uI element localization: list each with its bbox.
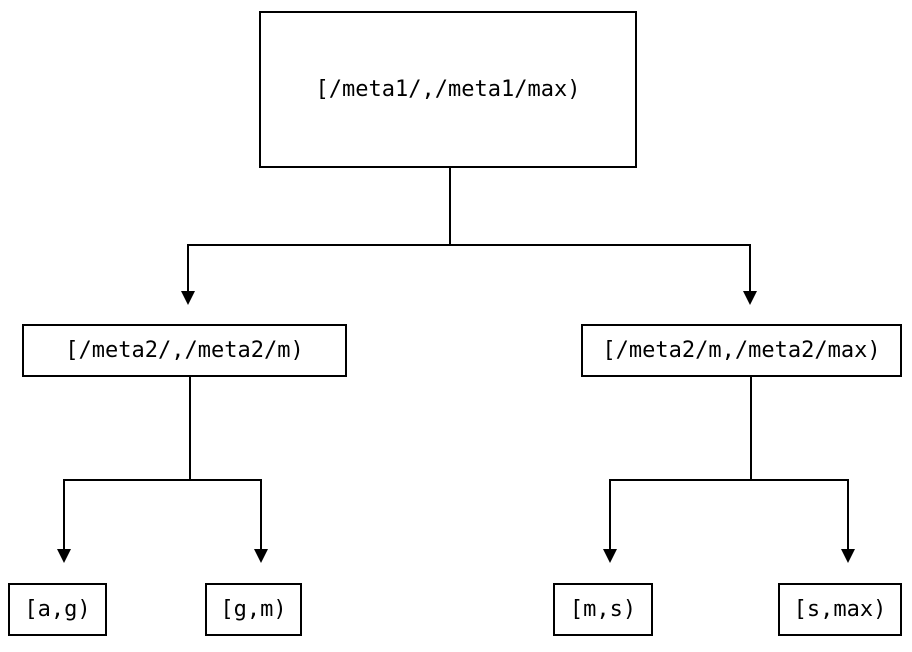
- arrowhead-root-to-mid-left: [181, 291, 195, 305]
- edge-mid-right-to-leaf-4: [751, 479, 849, 550]
- node-root-label: [/meta1/,/meta1/max): [315, 76, 581, 102]
- edge-mid-left-to-leaf-2: [190, 479, 262, 550]
- edge-root-to-mid-left: [187, 168, 451, 292]
- edge-mid-left-to-leaf-1: [63, 377, 191, 550]
- node-leaf-4[interactable]: [s,max): [778, 583, 902, 636]
- edge-mid-right-to-leaf-3: [609, 377, 752, 550]
- node-mid-left[interactable]: [/meta2/,/meta2/m): [22, 324, 347, 377]
- node-leaf-1[interactable]: [a,g): [8, 583, 107, 636]
- node-mid-left-label: [/meta2/,/meta2/m): [65, 337, 304, 363]
- edge-root-to-mid-right: [450, 244, 751, 292]
- node-leaf-3-label: [m,s): [569, 596, 637, 622]
- arrowhead-mid-left-to-leaf-2: [254, 549, 268, 563]
- arrowhead-mid-left-to-leaf-1: [57, 549, 71, 563]
- arrowhead-root-to-mid-right: [743, 291, 757, 305]
- node-leaf-1-label: [a,g): [24, 596, 91, 622]
- node-mid-right[interactable]: [/meta2/m,/meta2/max): [581, 324, 902, 377]
- node-leaf-2[interactable]: [g,m): [205, 583, 302, 636]
- node-leaf-2-label: [g,m): [220, 596, 287, 622]
- node-leaf-3[interactable]: [m,s): [553, 583, 653, 636]
- arrowhead-mid-right-to-leaf-4: [841, 549, 855, 563]
- node-root[interactable]: [/meta1/,/meta1/max): [259, 11, 637, 168]
- node-leaf-4-label: [s,max): [793, 596, 887, 622]
- arrowhead-mid-right-to-leaf-3: [603, 549, 617, 563]
- node-mid-right-label: [/meta2/m,/meta2/max): [602, 337, 881, 363]
